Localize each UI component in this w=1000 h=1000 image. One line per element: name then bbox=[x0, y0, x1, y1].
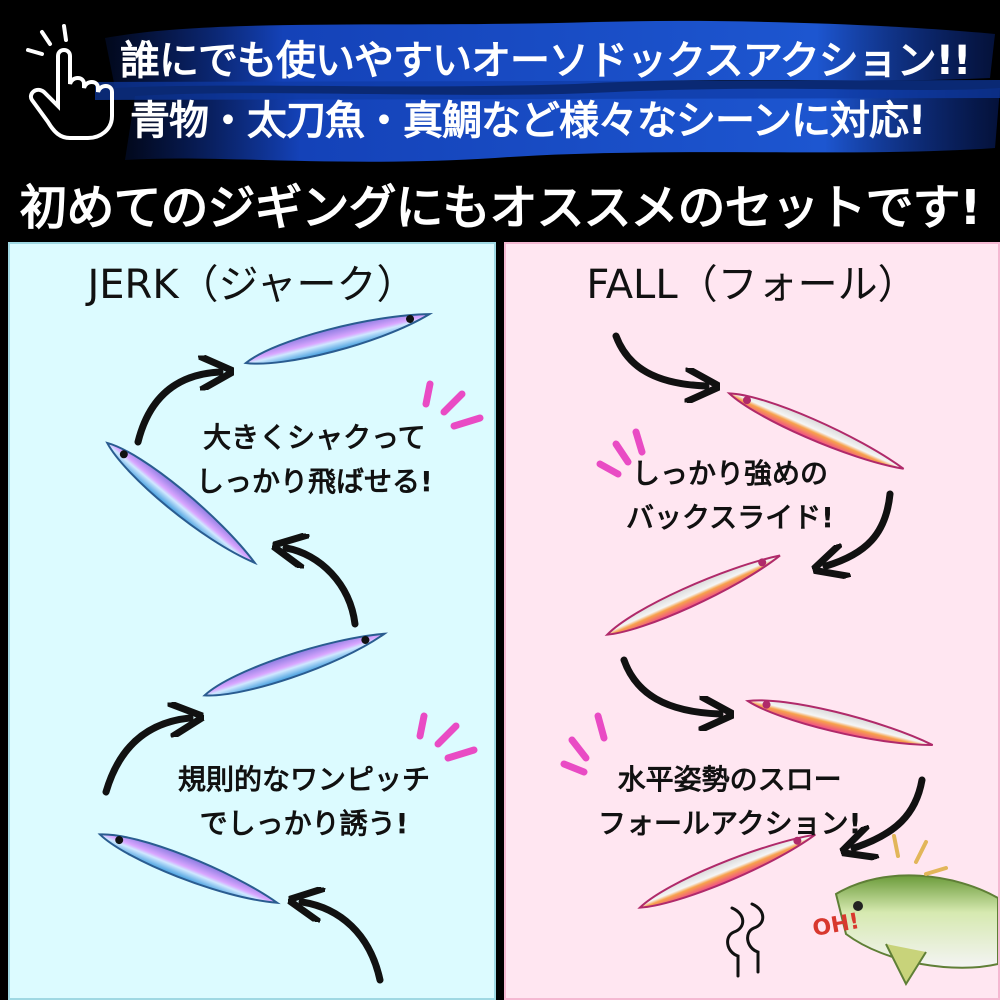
fall-caption-2: 水平姿勢のスロー フォールアクション! bbox=[598, 763, 862, 840]
jerk-arrow-1 bbox=[134, 372, 220, 446]
jerk-arrow-4 bbox=[302, 902, 384, 984]
jerk-illustration bbox=[97, 313, 484, 984]
fall-lure-2 bbox=[604, 554, 781, 636]
fall-squiggle-lines bbox=[726, 902, 765, 978]
jerk-lure-3 bbox=[202, 632, 389, 697]
fall-title: FALL（フォール） bbox=[586, 262, 918, 308]
jerk-panel: JERK（ジャーク） bbox=[8, 242, 496, 1000]
jerk-lure-2 bbox=[105, 441, 258, 566]
jerk-emphasis-marks-2 bbox=[416, 712, 478, 762]
fall-emphasis-marks-1 bbox=[596, 428, 646, 478]
fish-illustration bbox=[834, 834, 998, 987]
fall-arrow-3 bbox=[620, 656, 720, 714]
jerk-arrow-3 bbox=[102, 718, 190, 796]
fall-emphasis-marks-2 bbox=[560, 712, 608, 776]
fall-arrow-2 bbox=[826, 490, 894, 566]
blue-brush-background bbox=[95, 20, 1000, 162]
jerk-caption-2: 規則的なワンピッチ でしっかり誘う! bbox=[178, 763, 431, 840]
jerk-arrow-2 bbox=[286, 548, 359, 628]
fall-lure-4 bbox=[637, 833, 816, 909]
fall-arrow-1 bbox=[612, 332, 706, 386]
headline-line-2: 青物・太刀魚・真鯛など様々なシーンに対応! bbox=[130, 98, 926, 144]
jerk-title: JERK（ジャーク） bbox=[87, 262, 417, 308]
headline-line-3: 初めてのジギングにもオススメのセットです! bbox=[19, 180, 982, 236]
fall-lure-1 bbox=[726, 392, 905, 470]
fall-illustration: OH! bbox=[560, 332, 998, 987]
jerk-lure-1 bbox=[243, 313, 434, 365]
jerk-lure-4 bbox=[97, 833, 281, 905]
jerk-emphasis-marks-1 bbox=[422, 380, 484, 430]
headline-line-1: 誰にでも使いやすいオーソドックスアクション!! bbox=[120, 38, 971, 84]
pointing-hand-icon bbox=[26, 24, 114, 140]
fall-panel: FALL（フォール） bbox=[504, 242, 1000, 1000]
jerk-caption-1: 大きくシャクって しっかり飛ばせる! bbox=[196, 421, 433, 498]
fall-lure-3 bbox=[745, 699, 934, 747]
fall-arrow-4 bbox=[854, 776, 926, 848]
fall-caption-1: しっかり強めの バックスライド! bbox=[626, 457, 834, 534]
